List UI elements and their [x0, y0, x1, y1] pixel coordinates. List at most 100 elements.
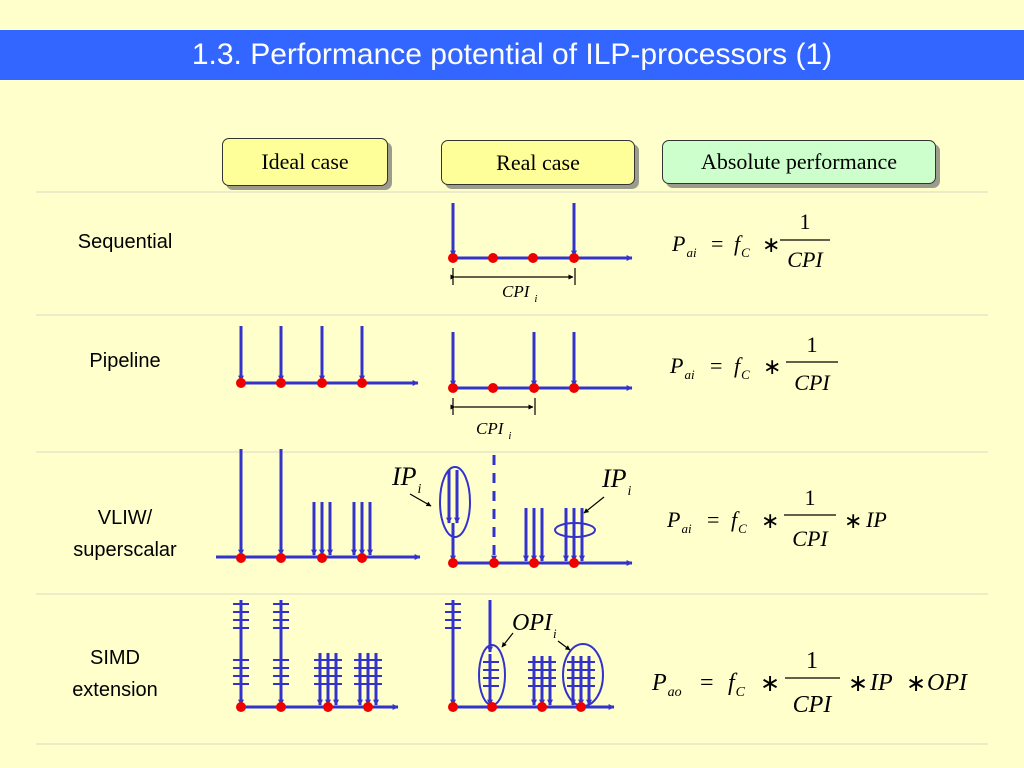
title-bar: 1.3. Performance potential of ILP-proces… [0, 30, 1024, 80]
formula-times: ∗ [848, 671, 868, 697]
formula-times: ∗ [762, 232, 780, 257]
clock-dot [236, 702, 246, 712]
formula-denominator: CPI [794, 370, 831, 395]
formula-eq: = [710, 353, 722, 378]
vliw-ideal-dots [236, 553, 367, 563]
clock-dot [488, 253, 498, 263]
formula-times: ∗ [763, 354, 781, 379]
sequential-real-dots [448, 253, 579, 263]
clock-dot [569, 383, 579, 393]
pointer-arrow [583, 496, 605, 514]
clock-dot [528, 253, 538, 263]
clock-dot [537, 702, 547, 712]
formula-f: fC [731, 507, 747, 536]
pointer-arrow [501, 632, 514, 648]
formula-numerator: 1 [805, 485, 816, 510]
row-label-vliw-superscalar: VLIW/ superscalar [30, 502, 220, 566]
sequential-real-diagram [450, 203, 633, 261]
simd-real-ticks [445, 603, 595, 687]
formula-f: fC [728, 670, 746, 700]
formula-p: Pai [666, 507, 692, 536]
formula-denominator: CPI [792, 526, 829, 551]
ip-label-right: IPi [601, 464, 632, 499]
ip-ellipse-horizontal [554, 522, 596, 538]
clock-dot [529, 383, 539, 393]
formula-times: ∗ [906, 671, 926, 697]
opi-label: OPIi [512, 610, 557, 641]
vliw-ideal-diagram [216, 449, 421, 560]
vliw-real-diagram [439, 455, 633, 566]
clock-dot [576, 702, 586, 712]
cpi-dimension-pipeline [450, 398, 536, 415]
row-label-simd-line2: extension [72, 679, 158, 701]
ip-ellipse-vertical [439, 466, 471, 538]
opi-ellipse-right [562, 643, 604, 707]
ip-pointer-arrows [409, 493, 605, 514]
row-label-vliw-line1: VLIW/ [97, 507, 153, 529]
clock-dot [236, 378, 246, 388]
row-label-sequential: Sequential [77, 231, 173, 253]
formula-opi: OPI [927, 670, 968, 696]
clock-dot [276, 378, 286, 388]
clock-dot [357, 553, 367, 563]
formula-ip: IP [865, 507, 887, 532]
row-label-pipeline: Pipeline [89, 350, 161, 372]
vliw-real-dots [448, 558, 579, 568]
formula-f: fC [734, 231, 750, 260]
formula-eq: = [707, 507, 719, 532]
clock-dot [448, 383, 458, 393]
formula-p: Pao [651, 670, 682, 700]
formula-f: fC [734, 353, 750, 382]
clock-dot [448, 558, 458, 568]
cpi-dimension-sequential [450, 268, 576, 285]
ip-label-left: IPi [391, 462, 422, 497]
clock-dot [363, 702, 373, 712]
formula-times: ∗ [760, 671, 780, 697]
clock-dot [317, 553, 327, 563]
row-label-vliw-line2: superscalar [73, 539, 177, 561]
formula-times: ∗ [844, 508, 862, 533]
clock-dot [276, 553, 286, 563]
formula-times: ∗ [761, 508, 779, 533]
formula-pipeline: Pai = fC ∗ 1 CPI [669, 332, 838, 395]
formula-simd: Pao = fC ∗ 1 CPI ∗ IP ∗ OPI [651, 648, 968, 718]
clock-dot [448, 702, 458, 712]
formula-numerator: 1 [806, 648, 818, 674]
row-label-simd-line1: SIMD [90, 647, 140, 669]
pointer-arrow [557, 640, 571, 651]
real-case-header: Real case [441, 140, 635, 185]
clock-dot [357, 378, 367, 388]
pipeline-real-diagram [450, 332, 633, 391]
clock-dot [488, 383, 498, 393]
formula-vliw: Pai = fC ∗ 1 CPI ∗ IP [666, 485, 887, 551]
row-separators [36, 191, 988, 745]
absolute-performance-header: Absolute performance [662, 140, 936, 184]
formula-p: Pai [669, 353, 695, 382]
pointer-arrow [409, 493, 432, 507]
clock-dot [529, 558, 539, 568]
clock-dot [489, 558, 499, 568]
clock-dot [236, 553, 246, 563]
formula-denominator: CPI [787, 247, 824, 272]
clock-dot [323, 702, 333, 712]
opi-ellipse-left [478, 644, 506, 706]
clock-dot [276, 702, 286, 712]
formula-sequential: Pai = fC ∗ 1 CPI [671, 209, 830, 272]
simd-ideal-diagram [238, 600, 399, 710]
formula-denominator: CPI [793, 692, 833, 718]
formula-eq: = [700, 670, 714, 696]
formula-eq: = [711, 231, 723, 256]
clock-dot [317, 378, 327, 388]
row-label-simd-extension: SIMD extension [30, 642, 200, 706]
clock-dot [448, 253, 458, 263]
clock-dot [569, 558, 579, 568]
simd-ideal-ticks [233, 603, 382, 685]
pipeline-ideal-diagram [238, 326, 419, 386]
slide-title: 1.3. Performance potential of ILP-proces… [191, 38, 833, 71]
formula-ip: IP [869, 670, 893, 696]
formula-numerator: 1 [800, 209, 811, 234]
